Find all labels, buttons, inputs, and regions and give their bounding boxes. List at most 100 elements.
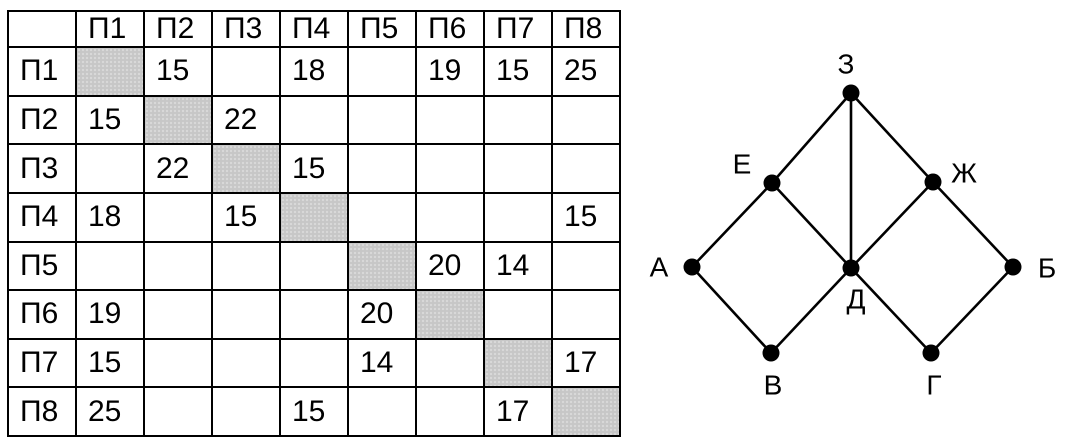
table-diagonal-cell bbox=[279, 191, 349, 243]
table-col-header: П4 bbox=[279, 10, 349, 48]
table-cell bbox=[483, 191, 553, 243]
table-diagonal-cell bbox=[211, 143, 281, 194]
table-cell: 22 bbox=[211, 94, 281, 146]
table-header-row: П1 П2 П3 П4 П5 П6 П7 П8 bbox=[7, 10, 621, 48]
graph-vertex-label: Г bbox=[926, 370, 941, 401]
table-cell: 20 bbox=[415, 240, 485, 292]
table-cell: 15 bbox=[551, 191, 621, 243]
table-cell bbox=[75, 240, 145, 292]
table-diagonal-cell bbox=[415, 289, 485, 340]
table-diagonal-cell bbox=[483, 337, 553, 389]
table-col-header: П7 bbox=[483, 10, 553, 48]
table-cell bbox=[347, 191, 417, 243]
table-row-header: П3 bbox=[7, 143, 77, 194]
table-cell: 15 bbox=[279, 386, 349, 437]
table-cell bbox=[551, 94, 621, 146]
graph-vertex-label: Ж bbox=[951, 158, 977, 189]
table-col-header: П5 bbox=[347, 10, 417, 48]
table-corner-cell bbox=[7, 10, 77, 48]
table-cell bbox=[143, 191, 213, 243]
table-cell bbox=[347, 143, 417, 194]
table-cell bbox=[347, 46, 417, 97]
table-cell bbox=[483, 289, 553, 340]
table-cell: 15 bbox=[75, 337, 145, 389]
table-cell bbox=[415, 143, 485, 194]
table-cell: 15 bbox=[211, 191, 281, 243]
table-cell bbox=[415, 337, 485, 389]
table-cell: 15 bbox=[483, 46, 553, 97]
table-cell bbox=[279, 240, 349, 292]
graph-vertex-dot bbox=[683, 258, 701, 276]
table-cell: 17 bbox=[483, 386, 553, 437]
table-cell bbox=[143, 337, 213, 389]
table-cell: 18 bbox=[75, 191, 145, 243]
graph-vertex-dot bbox=[924, 173, 942, 191]
table-cell: 15 bbox=[143, 46, 213, 97]
table-row-header: П4 bbox=[7, 191, 77, 243]
table-cell bbox=[347, 386, 417, 437]
graph-edge bbox=[690, 181, 774, 269]
table-cell bbox=[211, 46, 281, 97]
table-cell bbox=[483, 143, 553, 194]
distance-table-head: П1 П2 П3 П4 П5 П6 П7 П8 bbox=[7, 10, 621, 48]
graph-edge bbox=[849, 91, 935, 184]
graph-edge bbox=[770, 181, 853, 270]
table-cell: 18 bbox=[279, 46, 349, 97]
table-cell: 19 bbox=[415, 46, 485, 97]
table-cell bbox=[211, 289, 281, 340]
graph-vertex-label: Е bbox=[733, 149, 752, 180]
table-cell bbox=[143, 289, 213, 340]
table-cell: 14 bbox=[347, 337, 417, 389]
table-cell bbox=[551, 289, 621, 340]
table-cell: 25 bbox=[75, 386, 145, 437]
table-row-header: П1 bbox=[7, 46, 77, 97]
table-cell bbox=[211, 240, 281, 292]
graph-edge bbox=[931, 180, 1015, 269]
table-diagonal-cell bbox=[551, 386, 621, 437]
graph-vertex-label: А bbox=[650, 252, 669, 283]
graph-vertex-label: В bbox=[764, 370, 783, 401]
table-cell bbox=[143, 386, 213, 437]
table-cell: 22 bbox=[143, 143, 213, 194]
table-row-header: П8 bbox=[7, 386, 77, 437]
graph-edge bbox=[770, 91, 853, 185]
table-cell: 17 bbox=[551, 337, 621, 389]
table-row-header: П6 bbox=[7, 289, 77, 340]
table-col-header: П8 bbox=[551, 10, 621, 48]
graph-edge bbox=[690, 265, 773, 355]
graph-vertex-dot bbox=[922, 344, 940, 362]
table-col-header: П6 bbox=[415, 10, 485, 48]
table-cell bbox=[143, 240, 213, 292]
table-cell: 20 bbox=[347, 289, 417, 340]
table-row-header: П2 bbox=[7, 94, 77, 146]
table-diagonal-cell bbox=[75, 46, 145, 97]
table-row-header: П5 bbox=[7, 240, 77, 292]
table-cell bbox=[551, 240, 621, 292]
table-cell bbox=[279, 289, 349, 340]
graph-edge bbox=[849, 266, 933, 355]
table-cell bbox=[211, 386, 281, 437]
table-col-header: П2 bbox=[143, 10, 213, 48]
table-diagonal-cell bbox=[347, 240, 417, 292]
graph-vertex-dot bbox=[842, 259, 860, 277]
table-cell bbox=[415, 191, 485, 243]
table-cell bbox=[279, 337, 349, 389]
table-cell bbox=[211, 337, 281, 389]
table-row-header: П7 bbox=[7, 337, 77, 389]
graph-vertex-dot bbox=[762, 344, 780, 362]
table-cell: 19 bbox=[75, 289, 145, 340]
table-cell bbox=[279, 94, 349, 146]
table-cell bbox=[75, 143, 145, 194]
